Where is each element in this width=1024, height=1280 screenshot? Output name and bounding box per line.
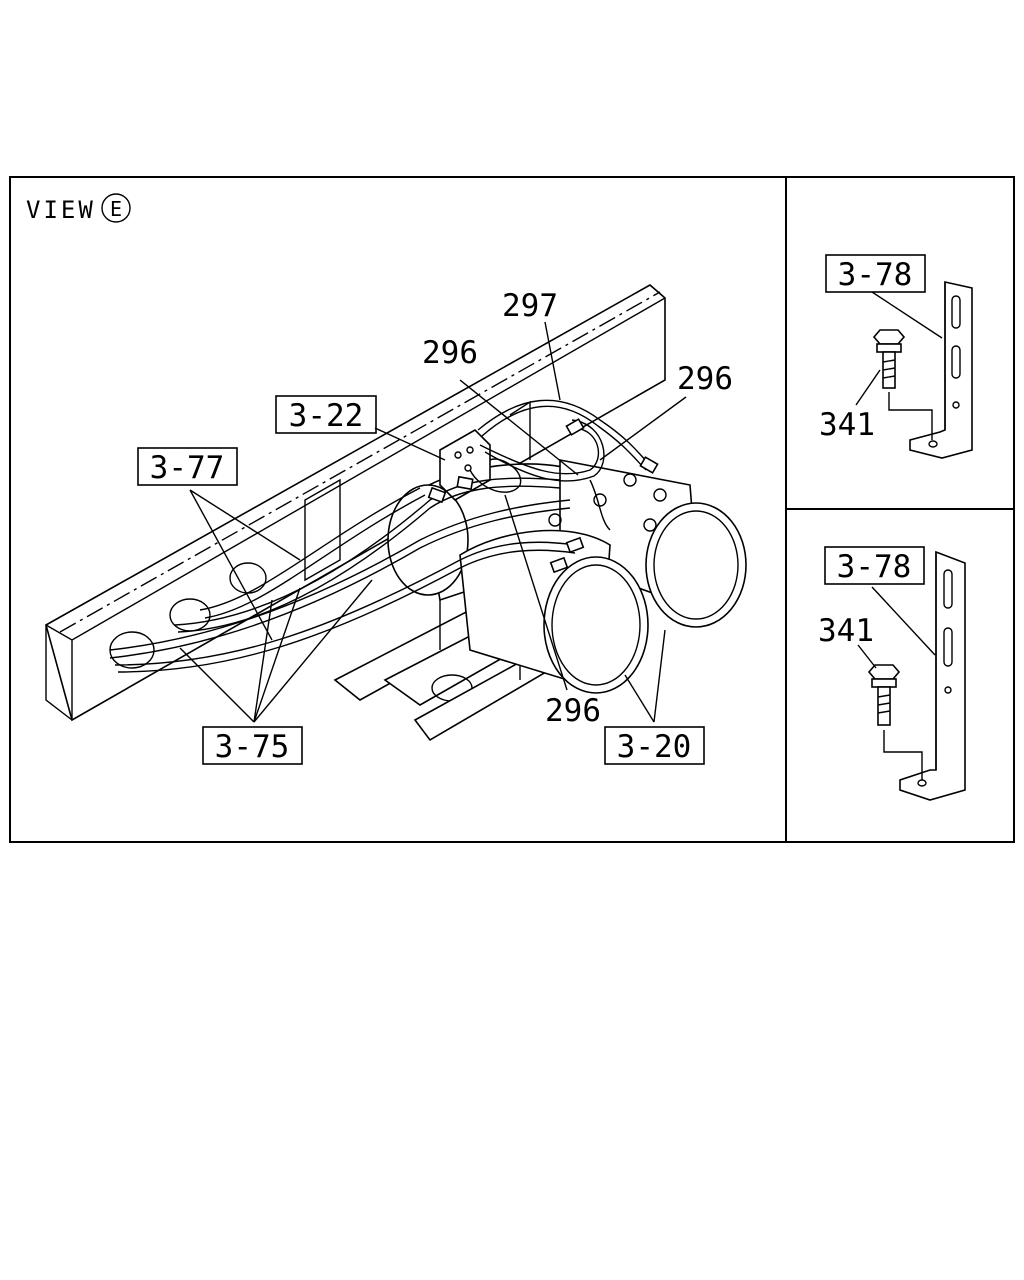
label-3-22: 3-22 <box>289 398 364 434</box>
view-letter: E <box>110 197 122 221</box>
main-illustration: 3-22 3-77 3-75 3-20 297 296 296 296 <box>45 284 747 765</box>
frame-rail <box>45 284 666 722</box>
callout-3-20: 3-20 <box>604 726 705 765</box>
label-3-20: 3-20 <box>617 729 692 765</box>
inset-top: 3-78 341 <box>819 254 973 459</box>
bolt-bottom <box>867 664 923 780</box>
diagram-frame <box>9 176 1015 843</box>
view-letter-circle <box>101 193 131 223</box>
leader-lines <box>179 321 687 723</box>
inset-top-label-3-78: 3-78 <box>838 257 913 293</box>
label-3-75: 3-75 <box>215 729 290 765</box>
callout-3-77: 3-77 <box>137 447 238 486</box>
inset-bottom-label-341: 341 <box>818 613 874 649</box>
bracket-bottom <box>899 550 966 801</box>
label-296-top: 296 <box>422 335 478 371</box>
callout-3-75: 3-75 <box>202 726 303 765</box>
label-3-77: 3-77 <box>150 450 225 486</box>
inset-bottom: 3-78 341 <box>818 546 966 801</box>
label-297: 297 <box>502 288 558 324</box>
inset-bottom-label-3-78: 3-78 <box>837 549 912 585</box>
label-296-right: 296 <box>677 361 733 397</box>
air-tank-3 <box>459 529 649 694</box>
bolt-top <box>872 329 933 440</box>
brake-pipes <box>427 399 659 574</box>
label-296-bottom: 296 <box>545 693 601 729</box>
callout-3-22: 3-22 <box>275 395 377 434</box>
view-title: VIEW E <box>26 193 131 224</box>
bracket-top <box>909 281 973 459</box>
inset-top-label-341: 341 <box>819 407 875 443</box>
view-label: VIEW <box>26 196 96 224</box>
